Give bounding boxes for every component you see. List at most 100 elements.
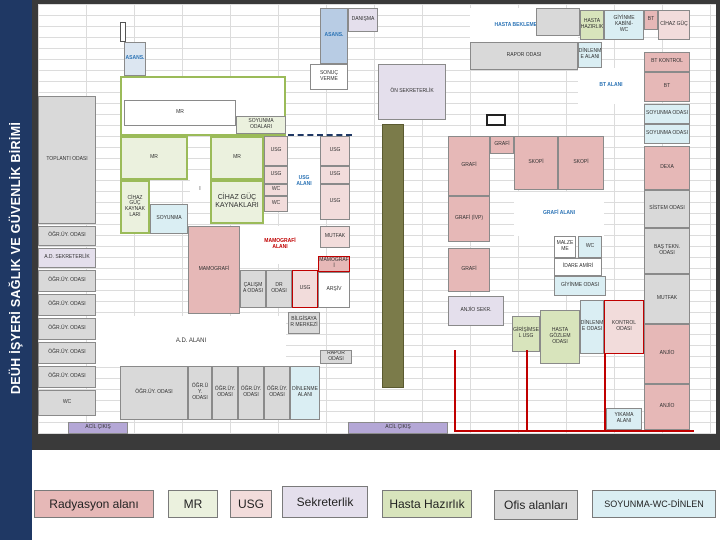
room-giyinme-odasi: GİYİNME ODASI (554, 276, 606, 296)
area-ad-alani: A.D. ALANI (96, 316, 286, 366)
legend-radyasyon: Radyasyon alanı (34, 490, 154, 518)
room-ogr-2: ÖĞR.ÜY. ODASI (38, 270, 96, 292)
legend-sekreterlik: Sekreterlik (282, 486, 368, 518)
label-i: I (190, 180, 210, 200)
legend-soyunma-label: SOYUNMA-WC-DİNLEN (604, 499, 704, 509)
room-ogr-b5: ÖĞR.ÜY. ODASI (264, 366, 290, 420)
exit-acil-cikis-1: ACİL ÇIKIŞ (68, 422, 128, 434)
room-bt-kontrol: BT KONTROL (644, 52, 690, 72)
room-asans-left: ASANS. (124, 42, 146, 76)
room-mutfak-2: MUTFAK (644, 274, 690, 324)
room-hasta-hazirlik-top: HASTA HAZIRLIK (580, 10, 604, 40)
room-bilgisayar: BİLGİSAYA R MERKEZİ (288, 312, 320, 334)
room-ogr-4: ÖĞR.ÜY. ODASI (38, 318, 96, 340)
room-ogr-5: ÖĞR.ÜY. ODASI (38, 342, 96, 364)
room-wc-left: WC (38, 390, 96, 416)
room-skopi-2: SKOPİ (558, 136, 604, 190)
room-yikama-alani: YIKAMA ALANI (606, 408, 642, 430)
room-cihaz-guc-k2: CİHAZ GÜÇ KAYNAKLARI (210, 180, 264, 224)
legend-ofis: Ofis alanları (494, 490, 578, 520)
room-on-sekreterlik: ÖN SEKRETERLİK (378, 64, 446, 120)
room-soyunma-mr: SOYUNMA (150, 204, 188, 234)
room-rapor-odasi-2: RAPOR ODASI (320, 350, 352, 364)
room-anjio-sekr: ANJİO SEKR. (448, 296, 504, 326)
wall-line-2 (454, 430, 694, 432)
room-rapor-odasi-top: RAPOR ODASI (470, 42, 578, 70)
room-mr-left: MR (120, 136, 188, 180)
wall-line-1 (454, 350, 456, 432)
room-soyunma-2: SOYUNMA ODASI (644, 124, 690, 144)
room-grafi-3: GRAFİ (448, 248, 490, 292)
room-skopi-1: SKOPİ (514, 136, 558, 190)
legend-mr: MR (168, 490, 218, 518)
room-ad-sekreterlik: A.D. SEKRETERLİK (38, 248, 96, 268)
area-usg-alani: USG ALANI (288, 164, 320, 200)
usg-boundary-dashed (288, 134, 352, 138)
room-dinlenme-top: DİNLENM E ALANI (578, 42, 602, 68)
area-mamografi-alani: MAMOGRAFİ ALANI (240, 226, 320, 264)
door-marker (120, 22, 126, 42)
room-arsiv: ARŞİV (318, 272, 350, 308)
room-girisimsel-usg: GİRİŞİMSE L USG (512, 316, 540, 352)
room-ogr-1: ÖĞR.ÜY. ODASI (38, 226, 96, 246)
room-ogr-b2: ÖĞR.Ü Y. ODASI (188, 366, 212, 420)
room-dexa: DEXA (644, 146, 690, 190)
floor-plan: ASANS. ASANS. DANIŞMA SONUÇ VERME ÖN SEK… (32, 0, 720, 450)
room-grafi-1: GRAFİ (448, 136, 490, 196)
area-grafi-alani: GRAFİ ALANI (514, 192, 604, 236)
room-danisma: DANIŞMA (348, 8, 378, 32)
room-wc-2: WC (264, 196, 288, 212)
room-ogr-b3: ÖĞR.ÜY. ODASI (212, 366, 238, 420)
room-mutfak-1: MUTFAK (320, 226, 350, 248)
room-usg-mamo: USG (292, 270, 318, 308)
room-hasta-gozlem: HASTA GÖZLEM ODASI (540, 310, 580, 364)
legend-usg-label: USG (237, 497, 264, 511)
room-toplanti: TOPLANTI ODASI (38, 96, 96, 224)
room-cihaz-guc-top: CİHAZ GÜÇ (658, 10, 690, 40)
wall-line-3 (526, 350, 528, 430)
room-dinlenme-mid: DİNLENM E ODASI (580, 300, 604, 354)
door-marker-right (486, 114, 506, 126)
legend-radyasyon-label: Radyasyon alanı (49, 497, 139, 511)
room-wc-3: WC (578, 236, 602, 258)
room-sistem-odasi: SİSTEM ODASI (644, 190, 690, 228)
legend: Radyasyon alanı MR USG Sekreterlik Hasta… (32, 478, 720, 540)
room-anjio-1: ANJİO (644, 324, 690, 384)
room-kontrol-odasi: KONTROL ODASI (604, 300, 644, 354)
room-usg-1: USG (264, 136, 288, 166)
room-idare-amiri: İDARE AMİRİ (554, 258, 602, 276)
room-mr-top: MR (124, 100, 236, 126)
side-title: DEÜH İŞYERİ SAĞLIK VE GÜVENLİK BİRİMİ (0, 0, 32, 540)
room-anjio-2: ANJİO (644, 384, 690, 430)
side-band (0, 0, 32, 540)
room-cihaz-guc-k1: CİHAZ GÜÇ KAYNAK LARI (120, 180, 150, 234)
area-bt-alani: BT ALANI (578, 68, 644, 104)
corridor (382, 124, 404, 388)
room-malzeme: MALZE ME (554, 236, 576, 258)
wall-line-4 (604, 354, 606, 430)
room-soyunma-odalari: SOYUNMA ODALARI (236, 116, 286, 134)
legend-ofis-label: Ofis alanları (503, 498, 569, 512)
room-usg-5: USG (320, 184, 350, 220)
legend-sekreterlik-label: Sekreterlik (296, 495, 354, 509)
room-mr-right: MR (210, 136, 264, 180)
room-ogr-3: ÖĞR.ÜY. ODASI (38, 294, 96, 316)
floor-grid: ASANS. ASANS. DANIŞMA SONUÇ VERME ÖN SEK… (38, 4, 716, 434)
room-ogr-6: ÖĞR.ÜY. ODASI (38, 366, 96, 388)
room-grafi-2: GRAFİ (490, 136, 514, 154)
room-mamografi: MAMOGRAFİ (188, 226, 240, 314)
room-giyinme-kabini: GİYİNME KABİNİ- WC (604, 10, 644, 40)
room-bt: BT (644, 72, 690, 102)
room-usg-3: USG (264, 166, 288, 184)
room-asans-top: ASANS. (320, 8, 348, 64)
room-ogr-b1: ÖĞR.ÜY. ODASI (120, 366, 188, 420)
room-usg-2: USG (320, 136, 350, 166)
room-mamografi-small: MAMOGRAF İ (318, 256, 350, 272)
legend-hasta-hazirlik-label: Hasta Hazırlık (389, 497, 465, 511)
unit-title: DEÜH İŞYERİ SAĞLIK VE GÜVENLİK BİRİMİ (9, 121, 23, 395)
legend-soyunma: SOYUNMA-WC-DİNLEN (592, 490, 716, 518)
exit-acil-cikis-2: ACİL ÇIKIŞ (348, 422, 448, 434)
legend-usg: USG (230, 490, 272, 518)
legend-mr-label: MR (183, 497, 203, 511)
room-ogr-b4: ÖĞR.ÜY. ODASI (238, 366, 264, 420)
